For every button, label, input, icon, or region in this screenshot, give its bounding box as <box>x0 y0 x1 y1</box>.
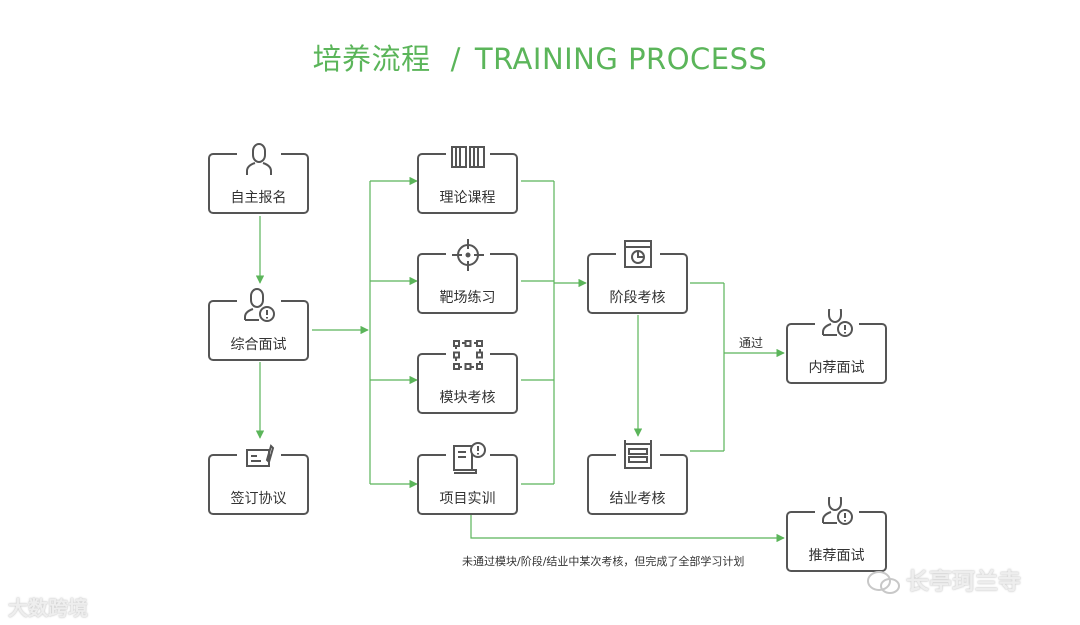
node-range: 靶场练习 <box>417 239 518 314</box>
node-stage-exam: 阶段考核 <box>587 239 688 314</box>
title-en: TRAINING PROCESS <box>474 42 768 76</box>
title-cn: 培养流程 <box>312 42 431 76</box>
node-final-exam: 结业考核 <box>587 437 688 515</box>
selection-frame-icon <box>445 339 490 383</box>
node-recommend: 推荐面试 <box>786 491 887 572</box>
node-project: 项目实训 <box>417 440 518 515</box>
book-alert-icon <box>445 440 490 484</box>
edge-fail-recommend <box>470 515 785 543</box>
node-label: 理论课程 <box>439 190 496 206</box>
watermark-right: 长亭珂兰寺 <box>866 562 1021 596</box>
book-icon <box>445 139 490 183</box>
node-label: 自主报名 <box>230 190 287 206</box>
node-referral: 内荐面试 <box>786 303 887 384</box>
node-module-exam: 模块考核 <box>417 339 518 414</box>
node-label: 综合面试 <box>230 337 287 353</box>
edge-label-pass: 通过 <box>739 336 764 350</box>
node-label: 项目实训 <box>439 491 496 507</box>
page-title: 培养流程 / TRAINING PROCESS <box>0 36 1080 78</box>
person-alert-icon <box>814 303 859 353</box>
watermark-right-text: 长亭珂兰寺 <box>906 569 1021 595</box>
watermark-left: 大数跨境 <box>8 592 88 621</box>
edge-label-fail-note: 未通过模块/阶段/结业中某次考核，但完成了全部学习计划 <box>462 555 745 568</box>
watermark-left-text: 大数跨境 <box>8 596 88 620</box>
contract-pen-icon <box>236 440 281 484</box>
node-sign: 签订协议 <box>208 440 309 515</box>
person-alert-icon <box>814 491 859 541</box>
person-alert-icon <box>236 286 281 330</box>
person-icon <box>236 139 281 183</box>
wechat-icon <box>867 570 900 594</box>
node-label: 签订协议 <box>230 491 287 507</box>
browser-chart-icon <box>615 239 660 283</box>
crosshair-icon <box>445 239 490 283</box>
node-label: 阶段考核 <box>609 290 666 306</box>
node-label: 推荐面试 <box>808 548 865 564</box>
node-label: 模块考核 <box>439 390 496 406</box>
title-slash: / <box>450 42 461 76</box>
node-interview: 综合面试 <box>208 286 309 361</box>
node-apply: 自主报名 <box>208 139 309 214</box>
browser-form-icon <box>615 437 660 484</box>
node-label: 结业考核 <box>609 491 666 507</box>
node-theory: 理论课程 <box>417 139 518 214</box>
node-label: 内荐面试 <box>808 360 865 376</box>
node-label: 靶场练习 <box>439 290 496 306</box>
